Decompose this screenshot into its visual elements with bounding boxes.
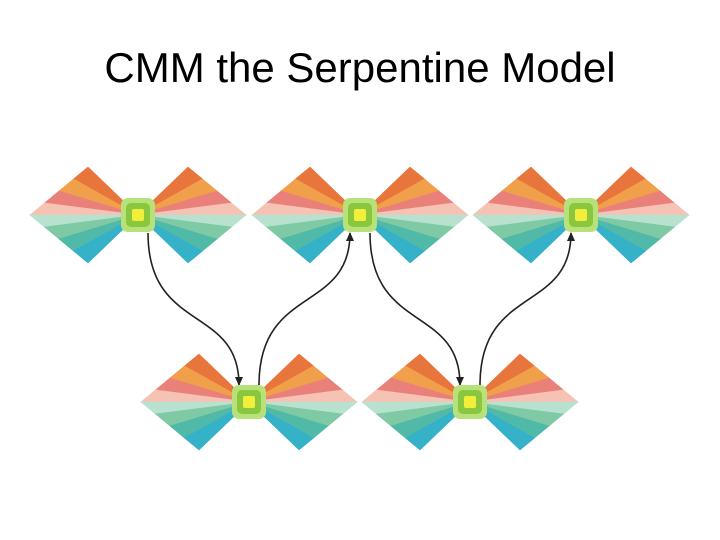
bowtie-node-n5: [361, 353, 579, 451]
edge-arrow-n1-n4: [147, 232, 243, 386]
nodes-layer: [29, 166, 690, 451]
hub-core: [243, 396, 255, 408]
hub-core: [354, 209, 366, 221]
slide-title: CMM the Serpentine Model: [104, 44, 616, 91]
fan-left: [29, 166, 139, 264]
edges-layer: [147, 232, 575, 386]
bowtie-node-n1: [29, 166, 247, 264]
fan-left: [140, 353, 250, 451]
edge-arrow-n4-n2: [258, 232, 354, 386]
hub-core: [575, 209, 587, 221]
bowtie-node-n2: [251, 166, 469, 264]
edge-arrow-n2-n5: [369, 232, 464, 386]
hub-core: [132, 209, 144, 221]
edge-arrow-n5-n3: [479, 232, 575, 386]
bowtie-node-n4: [140, 353, 358, 451]
hub-core: [464, 396, 476, 408]
bowtie-node-n3: [472, 166, 690, 264]
